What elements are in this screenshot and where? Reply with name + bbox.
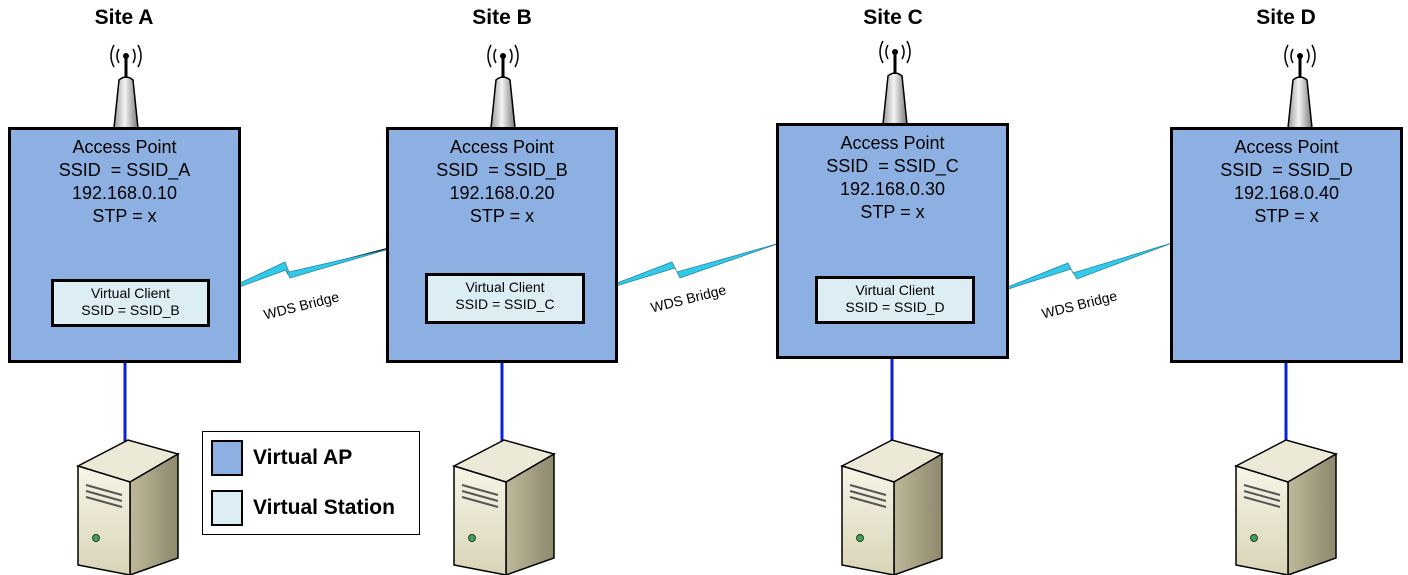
legend-item-virtual-station: Virtual Station	[211, 490, 395, 526]
antenna-icon	[1284, 44, 1316, 129]
site-title-c: Site C	[863, 6, 923, 29]
site-title-b: Site B	[472, 6, 532, 29]
antenna-icon	[110, 44, 142, 129]
virtual-client-c: Virtual Client SSID = SSID_D	[815, 276, 975, 324]
virtual-client-a: Virtual Client SSID = SSID_B	[51, 279, 210, 327]
client-ssid: SSID = SSID_B	[81, 302, 180, 318]
virtual-client-b: Virtual Client SSID = SSID_C	[425, 273, 585, 324]
access-point-b: Access Point SSID = SSID_B 192.168.0.20 …	[386, 127, 618, 363]
client-name: Virtual Client	[465, 279, 545, 295]
server-icon	[1234, 439, 1338, 575]
server-icon	[452, 439, 556, 575]
client-ssid: SSID = SSID_C	[455, 296, 555, 312]
access-point-a: Access Point SSID = SSID_A 192.168.0.10 …	[8, 127, 241, 363]
ap-ssid: SSID = SSID_A	[58, 160, 191, 180]
client-name: Virtual Client	[855, 282, 935, 298]
ap-name: Access Point	[72, 137, 177, 157]
ap-name: Access Point	[840, 133, 945, 153]
antenna-icon	[487, 44, 519, 129]
server-icon	[840, 439, 944, 575]
ap-stp: STP = x	[860, 202, 925, 222]
legend-label: Virtual Station	[253, 496, 395, 519]
ap-ip: 192.168.0.40	[1233, 183, 1340, 203]
ap-stp: STP = x	[469, 206, 535, 226]
access-point-d: Access Point SSID = SSID_D 192.168.0.40 …	[1170, 127, 1403, 363]
ap-ssid: SSID = SSID_B	[436, 160, 568, 180]
ap-ssid: SSID = SSID_C	[826, 156, 959, 176]
ap-name: Access Point	[449, 137, 555, 157]
legend: Virtual AP Virtual Station	[202, 431, 420, 535]
legend-label: Virtual AP	[253, 446, 353, 469]
ap-ip: 192.168.0.20	[449, 183, 555, 203]
ap-ip: 192.168.0.30	[839, 179, 946, 199]
ap-name: Access Point	[1234, 137, 1339, 157]
ap-stp: STP = x	[1254, 206, 1319, 226]
legend-swatch-virtual-station	[211, 490, 243, 526]
client-name: Virtual Client	[90, 285, 171, 301]
ap-ip: 192.168.0.10	[71, 183, 178, 203]
site-title-d: Site D	[1256, 6, 1316, 29]
client-ssid: SSID = SSID_D	[845, 299, 945, 315]
site-title-a: Site A	[94, 6, 154, 29]
legend-item-virtual-ap: Virtual AP	[211, 440, 352, 476]
legend-swatch-virtual-ap	[211, 440, 243, 476]
server-icon	[76, 439, 180, 575]
antenna-icon	[879, 40, 911, 125]
ap-stp: STP = x	[92, 206, 157, 226]
ap-ssid: SSID = SSID_D	[1220, 160, 1353, 180]
access-point-c: Access Point SSID = SSID_C 192.168.0.30 …	[776, 123, 1009, 359]
